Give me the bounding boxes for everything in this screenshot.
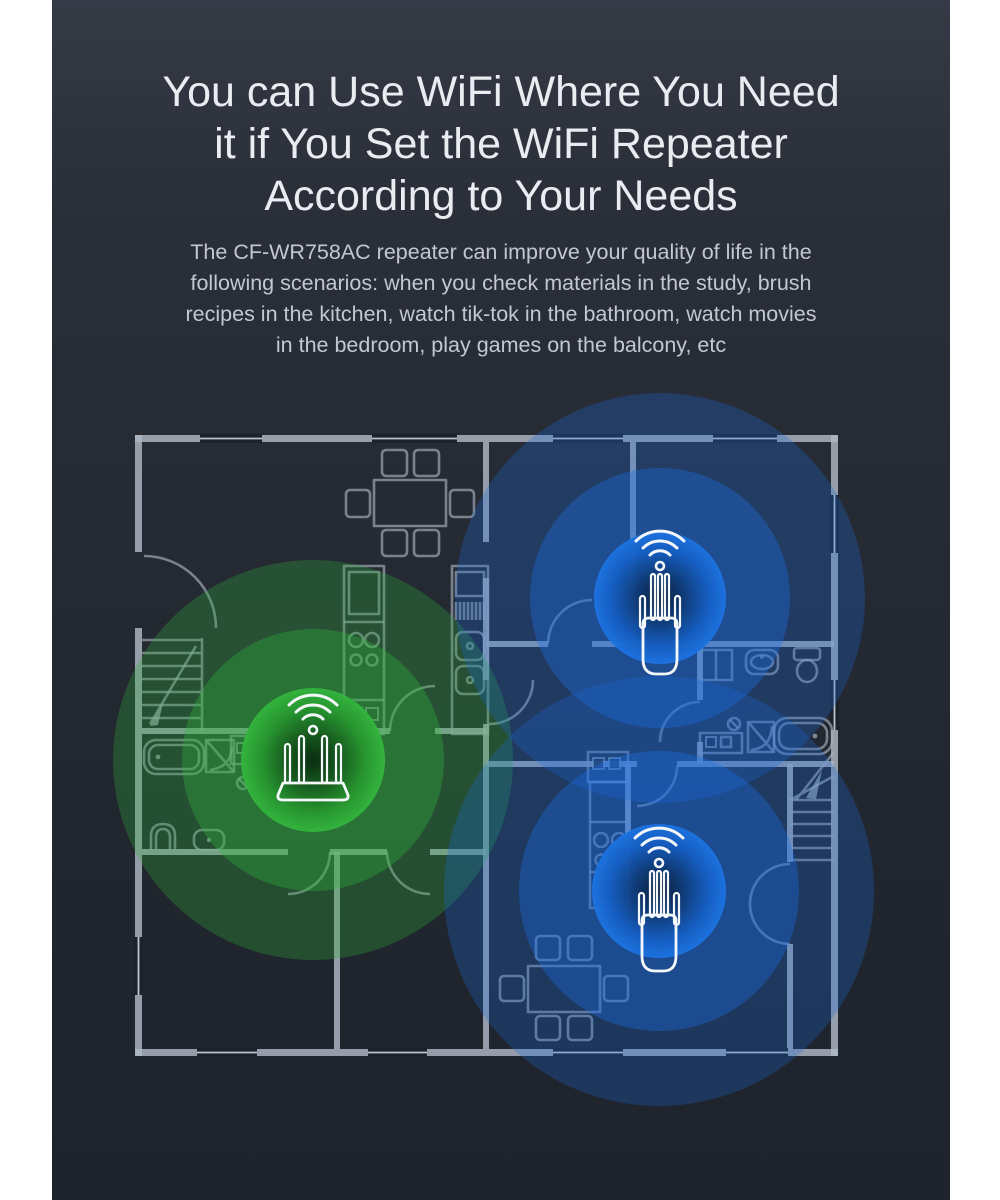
headline-line: According to Your Needs (264, 172, 738, 220)
headline-line: You can Use WiFi Where You Need (162, 68, 840, 116)
subheadline-line: following scenarios: when you check mate… (190, 271, 812, 295)
subheadline: The CF-WR758AC repeater can improve your… (52, 237, 950, 361)
subheadline-line: in the bedroom, play games on the balcon… (275, 333, 727, 357)
headline-line: it if You Set the WiFi Repeater (214, 120, 788, 168)
headline: You can Use WiFi Where You Need it if Yo… (52, 66, 950, 222)
subheadline-line: The CF-WR758AC repeater can improve your… (190, 240, 812, 264)
subheadline-line: recipes in the kitchen, watch tik-tok in… (185, 302, 817, 326)
